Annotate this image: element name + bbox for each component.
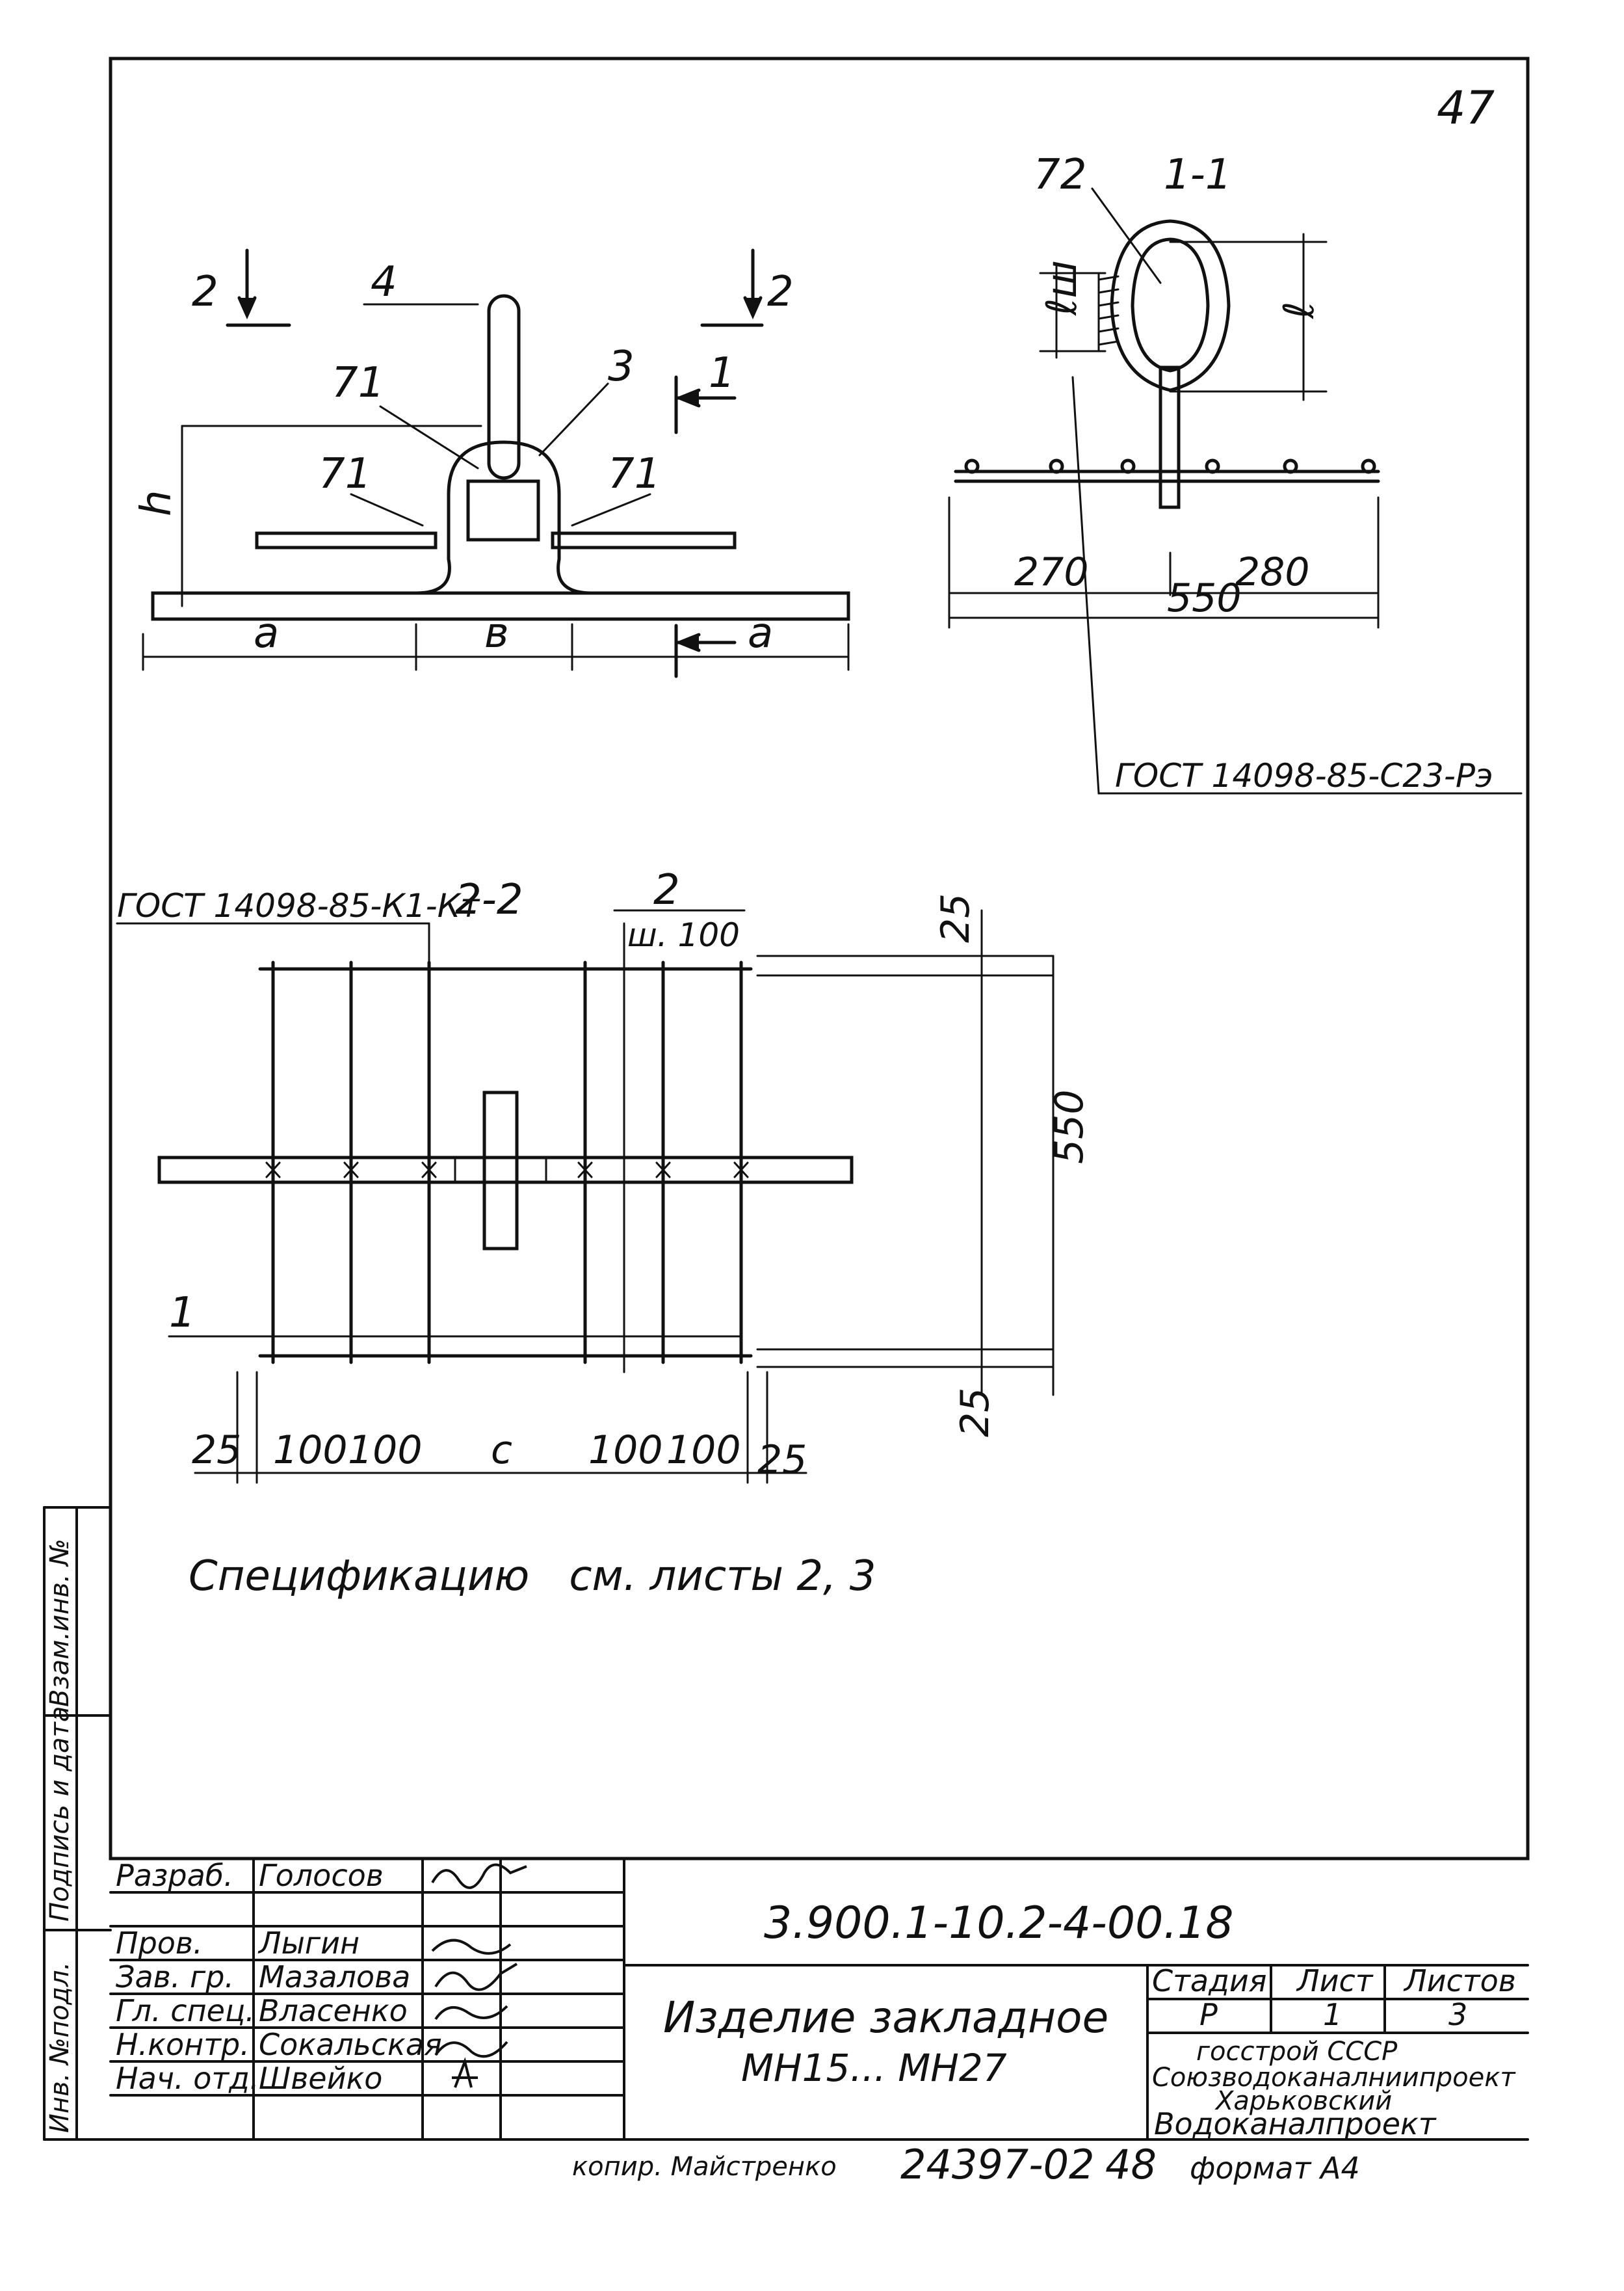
dim-550-2-2: 550: [1047, 1089, 1092, 1164]
section-1-1-title: 1-1: [1164, 151, 1232, 199]
dim-a-right: a: [748, 609, 773, 657]
bottom-dim: c: [491, 1427, 512, 1473]
sheet-value: 1: [1323, 1997, 1342, 2032]
role-name: Лыгин: [257, 1926, 360, 1961]
stage-header: Стадия: [1152, 1963, 1266, 1998]
base-plate: [151, 591, 850, 621]
stage-value: Р: [1199, 1997, 1218, 2032]
footer-format: формат А4: [1190, 2151, 1360, 2186]
anchor-bar-right: [551, 531, 737, 550]
bottom-dim: 100: [588, 1427, 663, 1473]
role-label: Нач. отд.: [116, 2061, 259, 2096]
side-stamp-replaces: Взам.инв. №: [45, 1539, 75, 1707]
pos-71-label-right: 71: [608, 450, 661, 498]
role-label: Разраб.: [116, 1858, 233, 1893]
title-line-1: Изделие закладное: [663, 1993, 1108, 2043]
eye-block: [466, 479, 540, 542]
anchor-bar-left: [255, 531, 438, 550]
signature-marks: [431, 1863, 527, 2088]
bottom-dim: 25: [757, 1437, 807, 1483]
side-stamp-inv: Инв. №подл.: [45, 1962, 75, 2133]
loop-oval: [1110, 219, 1231, 392]
specification-note: Спецификацию см. листы 2, 3: [189, 1552, 876, 1600]
footer-copied-by: копир. Майстренко: [572, 2152, 837, 2182]
sheets-value: 3: [1448, 1997, 1467, 2032]
pos-3-label: 3: [608, 343, 635, 391]
sheet-number: 47: [1437, 81, 1495, 135]
section-2-2-title: 2-2: [455, 876, 523, 924]
step-note: ш. 100: [627, 916, 740, 954]
role-label: Гл. спец.: [116, 1993, 255, 2028]
pos-71-label-left: 71: [319, 450, 371, 498]
side-stamp-signature: Подпись и дата: [45, 1706, 75, 1922]
gost-weld-1-1: ГОСТ 14098-85-С23-Рэ: [1115, 757, 1493, 795]
section-mark-right: 2: [767, 268, 794, 316]
role-name: Голосов: [259, 1858, 384, 1893]
title-block-grid: [109, 1857, 1529, 2141]
footer-page: 48: [1105, 2141, 1157, 2188]
role-name: Мазалова: [259, 1959, 410, 1994]
sheets-header: Листов: [1403, 1963, 1516, 1998]
lifting-eye: [487, 294, 521, 480]
eye-bar: [1159, 365, 1181, 509]
loop-bar: [414, 440, 594, 595]
role-label: Пров.: [116, 1926, 203, 1961]
role-label: Н.контр.: [116, 2027, 250, 2062]
dim-a-left: a: [254, 609, 279, 657]
dim-270: 270: [1014, 550, 1089, 595]
gost-weld-2-2: ГОСТ 14098-85-К1-Кт: [117, 887, 480, 925]
pos-4-label: 4: [371, 258, 397, 306]
role-name: Швейко: [259, 2061, 382, 2096]
dim-l: ℓ: [1276, 302, 1324, 319]
org-line-3: Харьковский: [1214, 2086, 1392, 2116]
sheet-header: Лист: [1296, 1963, 1374, 1998]
bottom-dim: 100: [348, 1427, 423, 1473]
bottom-dim: 100: [666, 1427, 741, 1473]
bottom-dim: 25: [192, 1427, 241, 1473]
dim-b: в: [484, 609, 509, 657]
dim-lsh: ℓш: [1038, 260, 1086, 316]
base-plate-plan: [157, 1156, 854, 1184]
role-label: Зав. гр.: [116, 1959, 234, 1994]
pos-71-label-top: 71: [332, 359, 384, 407]
dim-25-top: 25: [933, 894, 978, 943]
section-1-1: [948, 187, 1523, 795]
dim-h: h: [133, 490, 181, 516]
eye-plan: [482, 1091, 519, 1251]
side-stamp: [43, 1506, 112, 2141]
footer-order: 24397-02: [900, 2141, 1095, 2188]
pos-1-label: 1: [169, 1289, 196, 1337]
section-mark-cut: 1: [709, 349, 735, 397]
dim-280: 280: [1235, 550, 1310, 595]
front-view: [142, 248, 850, 678]
doc-code: 3.900.1-10.2-4-00.18: [764, 1898, 1234, 1949]
section-mark-left: 2: [192, 268, 218, 316]
org-line-4: Водоканалпроект: [1154, 2106, 1437, 2141]
org-line-2: Союзводоканалниипроект: [1152, 2063, 1516, 2093]
role-name: Сокальская: [259, 2027, 442, 2062]
org-line-1: госстрой СССР: [1196, 2037, 1398, 2067]
section-2-2: [116, 909, 1054, 1484]
title-line-2: МН15... МН27: [741, 2046, 1007, 2090]
bottom-dim: 100: [273, 1427, 348, 1473]
role-name: Власенко: [259, 1993, 408, 2028]
dim-550-1-1: 550: [1167, 576, 1242, 621]
dim-25-bottom: 25: [952, 1388, 998, 1437]
pos-72-label: 72: [1034, 151, 1086, 199]
pos-2-label: 2: [653, 866, 680, 914]
